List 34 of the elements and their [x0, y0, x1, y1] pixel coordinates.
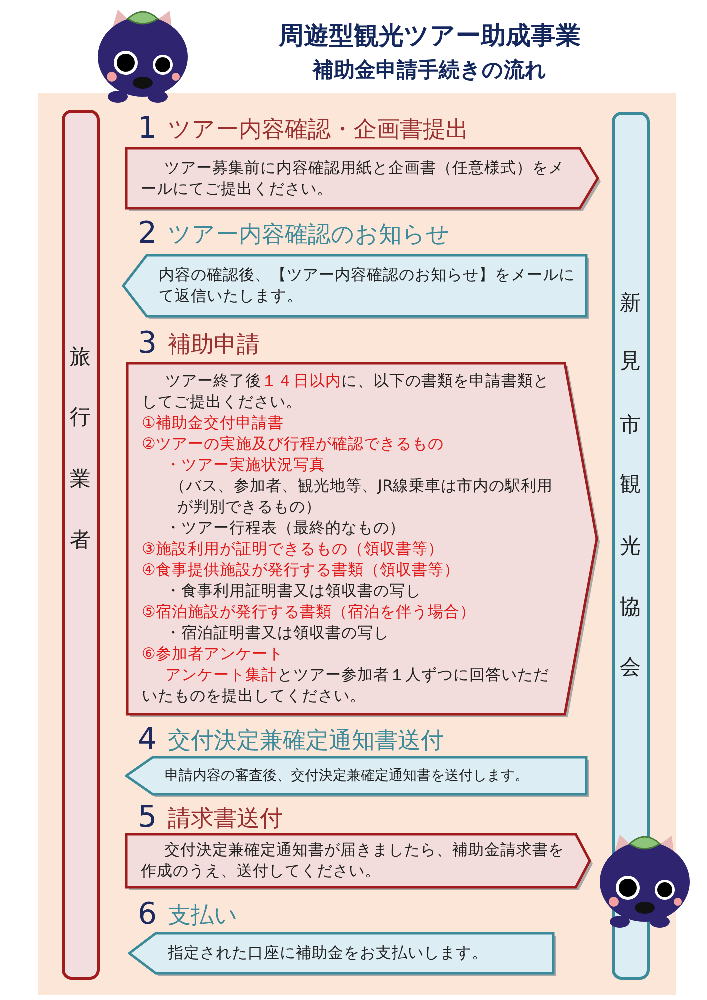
step-number: 1 — [138, 113, 158, 145]
step-number: 5 — [138, 802, 158, 834]
body-text: ⑥参加者アンケート — [142, 644, 285, 665]
body-text: ツアー終了後１４日以内に、以下の書類を申請書類としてご提出ください。 — [142, 371, 550, 413]
step-title: 交付決定兼確定通知書送付 — [168, 727, 444, 756]
body-text: ツアー募集前に内容確認用紙と企画書（任意様式）をメールにてご提出ください。 — [141, 158, 566, 200]
body-text: ①補助金交付申請書 — [142, 413, 285, 434]
body-text: ・ツアー行程表（最終的なもの） — [164, 518, 406, 539]
step-number: 2 — [138, 218, 158, 250]
title: 周遊型観光ツアー助成事業 — [278, 20, 582, 52]
body-text: 申請内容の審査後、交付決定兼確定通知書を送付します。 — [165, 766, 530, 786]
step-number: 3 — [138, 328, 158, 360]
body-text: ・宿泊証明書又は領収書の写し — [164, 623, 390, 644]
body-text: 内容の確認後、【ツアー内容確認のお知らせ】をメールにて返信いたします。 — [159, 265, 576, 307]
side-bar: 旅行業者 — [62, 110, 100, 980]
step-title: ツアー内容確認のお知らせ — [168, 221, 450, 250]
body-text: ・食事利用証明書又は領収書の写し — [164, 581, 422, 602]
step-title: 請求書送付 — [168, 805, 283, 834]
body-text: アンケート集計とツアー参加者１人ずつに回答いただいたものを提出してください。 — [142, 665, 550, 707]
step-title: ツアー内容確認・企画書提出 — [168, 116, 469, 145]
body-text: 交付決定兼確定通知書が届きましたら、補助金請求書を作成のうえ、送付してください。 — [141, 840, 566, 882]
body-text: （バス、参加者、観光地等、JR線乗車は市内の駅利用が判別できるもの） — [168, 476, 554, 518]
side-bar: 新見市観光協会 — [612, 112, 650, 980]
step-title: 支払い — [168, 902, 238, 931]
body-text: ④食事提供施設が発行する書類（領収書等） — [142, 560, 461, 581]
step-title: 補助申請 — [168, 331, 260, 360]
body-text: ⑤宿泊施設が発行する書類（宿泊を伴う場合） — [142, 602, 477, 623]
body-text: ②ツアーの実施及び行程が確認できるもの — [142, 434, 445, 455]
body-text: ③施設利用が証明できるもの（領収書等） — [142, 539, 445, 560]
body-text: 指定された口座に補助金をお支払いします。 — [168, 943, 489, 964]
subtitle: 補助金申請手続きの流れ — [312, 57, 548, 84]
step-number: 4 — [138, 724, 158, 756]
body-text: ・ツアー実施状況写真 — [164, 455, 326, 476]
step-number: 6 — [138, 899, 158, 931]
